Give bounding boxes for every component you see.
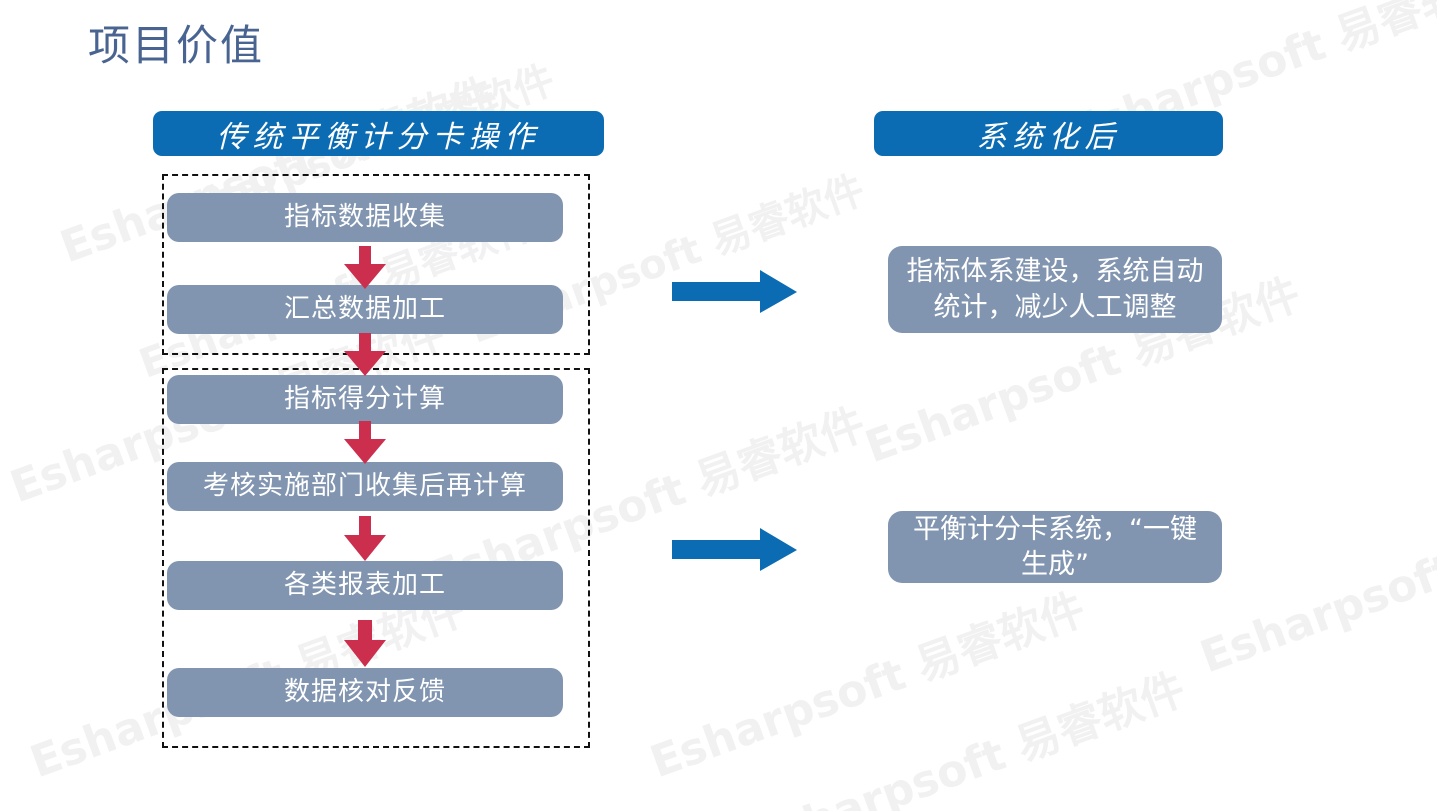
result-box-indicator-system[interactable]: 指标体系建设，系统自动统计，减少人工调整	[888, 246, 1222, 333]
watermark-text: Esharpsoft 易睿软件	[1193, 479, 1437, 684]
page-title: 项目价值	[88, 21, 265, 70]
arrow-down-icon	[344, 246, 386, 289]
watermark-text: Esharpsoft 易睿软件	[643, 583, 1092, 789]
process-box-step-2[interactable]: 汇总数据加工	[167, 285, 563, 334]
result-box-bsc-system[interactable]: 平衡计分卡系统，“一键生成”	[888, 511, 1222, 583]
process-box-step-4[interactable]: 考核实施部门收集后再计算	[167, 462, 563, 511]
arrow-down-icon	[344, 620, 386, 667]
arrow-down-icon	[344, 333, 386, 376]
watermark-text: Esharpsoft 易睿软件	[743, 663, 1192, 811]
process-box-step-1[interactable]: 指标数据收集	[167, 193, 563, 242]
process-box-step-6[interactable]: 数据核对反馈	[167, 668, 563, 717]
arrow-down-icon	[344, 516, 386, 561]
column-header-traditional: 传统平衡计分卡操作	[153, 111, 604, 156]
dashed-group-scoring-reporting	[162, 368, 590, 748]
arrow-right-icon	[672, 528, 797, 571]
process-box-step-3[interactable]: 指标得分计算	[167, 375, 563, 424]
column-header-systemized: 系统化后	[874, 111, 1223, 156]
arrow-right-icon	[672, 270, 797, 313]
arrow-down-icon	[344, 421, 386, 464]
process-box-step-5[interactable]: 各类报表加工	[167, 561, 563, 610]
